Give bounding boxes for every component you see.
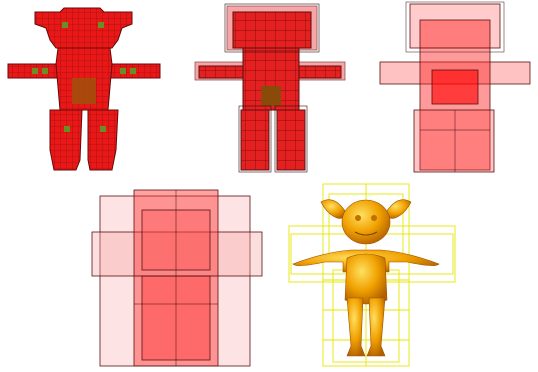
voxel-character-panel-1 [0, 0, 170, 180]
voxel-character-coarse [370, 0, 538, 180]
voxel-character-panel-3 [370, 0, 538, 180]
mesh-character-with-wireframe [285, 180, 460, 370]
voxel-character-medium [185, 0, 355, 180]
voxel-character-dense [0, 0, 170, 180]
voxel-character-coarsest [90, 186, 265, 368]
mesh-character-panel [285, 180, 460, 370]
voxel-character-panel-4 [90, 186, 265, 368]
voxel-character-panel-2 [185, 0, 355, 180]
